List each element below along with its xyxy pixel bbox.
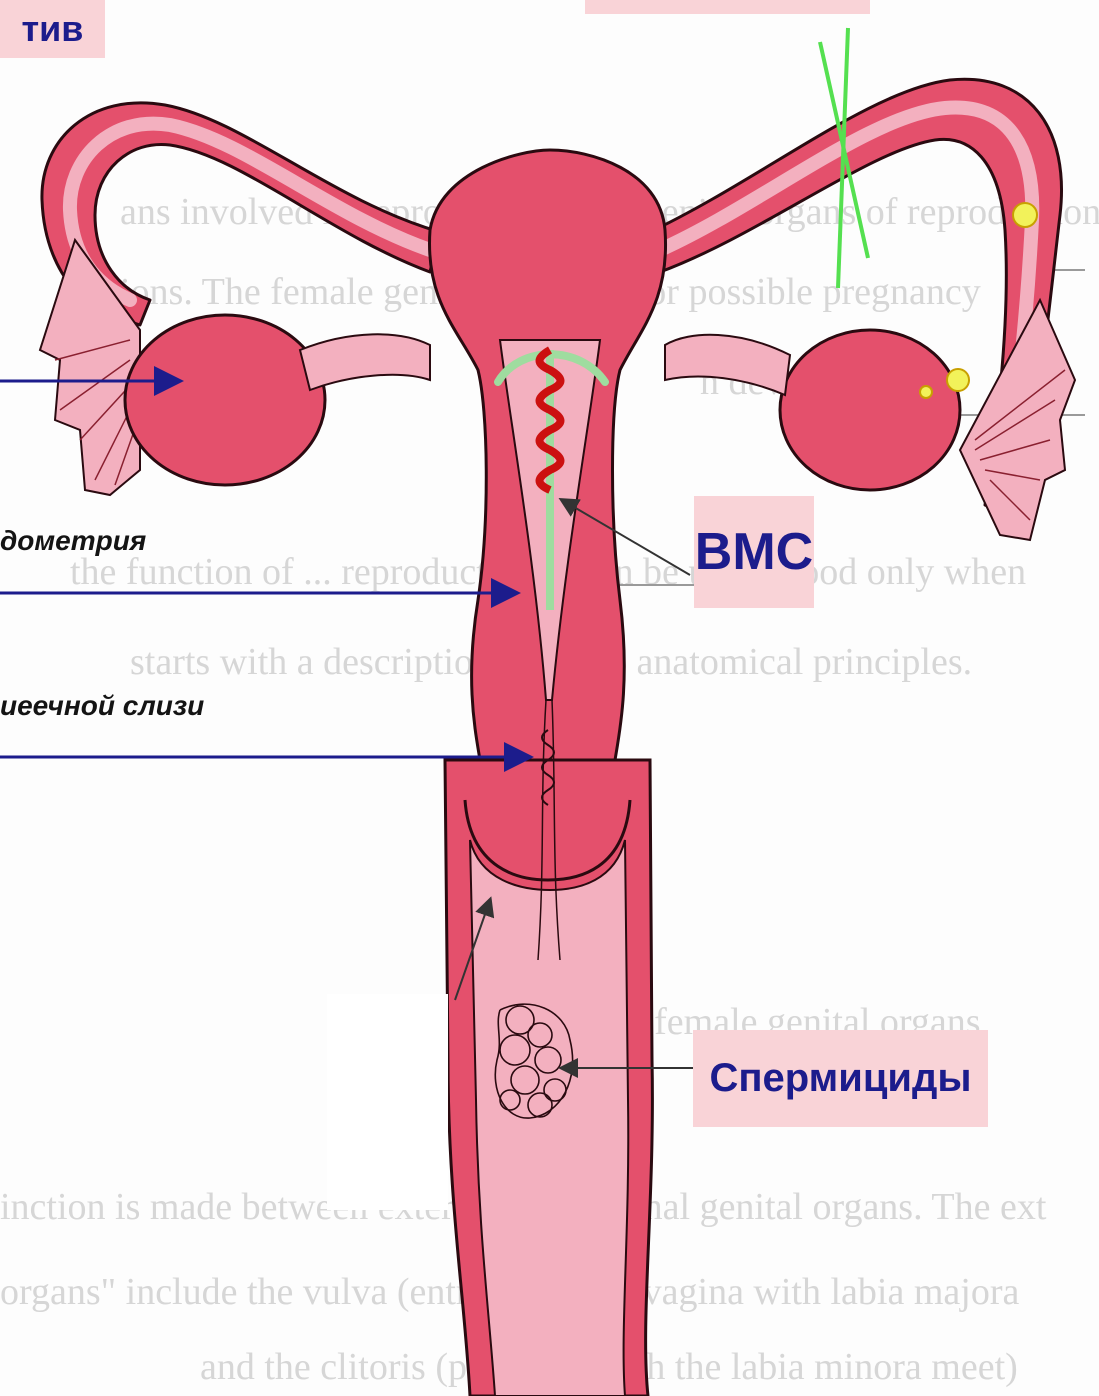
label-spermicides: Спермициды [693, 1030, 988, 1127]
note-endometrium: дометрия [0, 525, 146, 557]
label-iud: ВМС [694, 496, 814, 608]
label-top-left-text: тив [22, 8, 84, 50]
label-spermicides-text: Спермициды [709, 1056, 971, 1101]
vaginal-canal [470, 840, 628, 1396]
egg [1013, 203, 1037, 227]
label-top-left: тив [0, 0, 105, 58]
left-ovary [125, 315, 325, 485]
egg [920, 386, 932, 398]
label-iud-text: ВМС [695, 522, 813, 582]
egg [947, 369, 969, 391]
blank-box [327, 994, 448, 1210]
label-top-center [585, 0, 870, 14]
right-ovary [780, 330, 960, 490]
note-mucus: иеечной слизи [0, 690, 204, 722]
